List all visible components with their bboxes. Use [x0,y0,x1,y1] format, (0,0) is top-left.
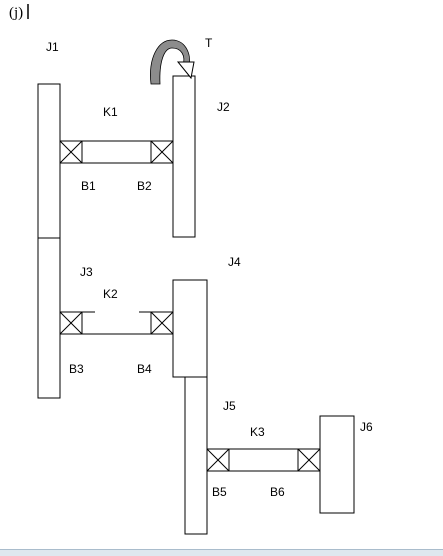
label-j4: J4 [228,255,241,269]
bearing-b5 [206,448,230,472]
label-j5: J5 [223,399,236,413]
bearing-b4 [150,311,174,335]
caption: (j) [9,5,23,21]
label-b2: B2 [137,179,152,193]
coupling-k1 [59,140,174,164]
label-b4: B4 [137,362,152,376]
coupling-k2 [60,311,173,335]
label-j6: J6 [360,420,373,434]
label-b5: B5 [212,485,227,499]
shaft-j2 [172,75,196,238]
label-k2: K2 [103,287,118,301]
label-k1: K1 [103,105,118,119]
label-j2: J2 [217,100,230,114]
disk-j4 [172,279,208,378]
coupling-k3 [206,448,321,472]
torque-arrow-icon [150,39,195,85]
shaft-j1 [37,83,61,239]
bearing-b6 [297,448,321,472]
bearing-b3 [59,311,83,335]
disk-j6 [319,415,355,514]
label-j3: J3 [80,265,93,279]
label-t: T [205,36,213,50]
label-k3: K3 [250,425,265,439]
label-b6: B6 [270,485,285,499]
window-bottom-border [0,549,443,556]
shaft-j5 [184,376,208,535]
label-b1: B1 [81,179,96,193]
bearing-b1 [59,140,83,164]
label-j1: J1 [46,40,59,54]
shaft-j3 [37,237,61,399]
label-b3: B3 [69,362,84,376]
bearing-b2 [150,140,174,164]
